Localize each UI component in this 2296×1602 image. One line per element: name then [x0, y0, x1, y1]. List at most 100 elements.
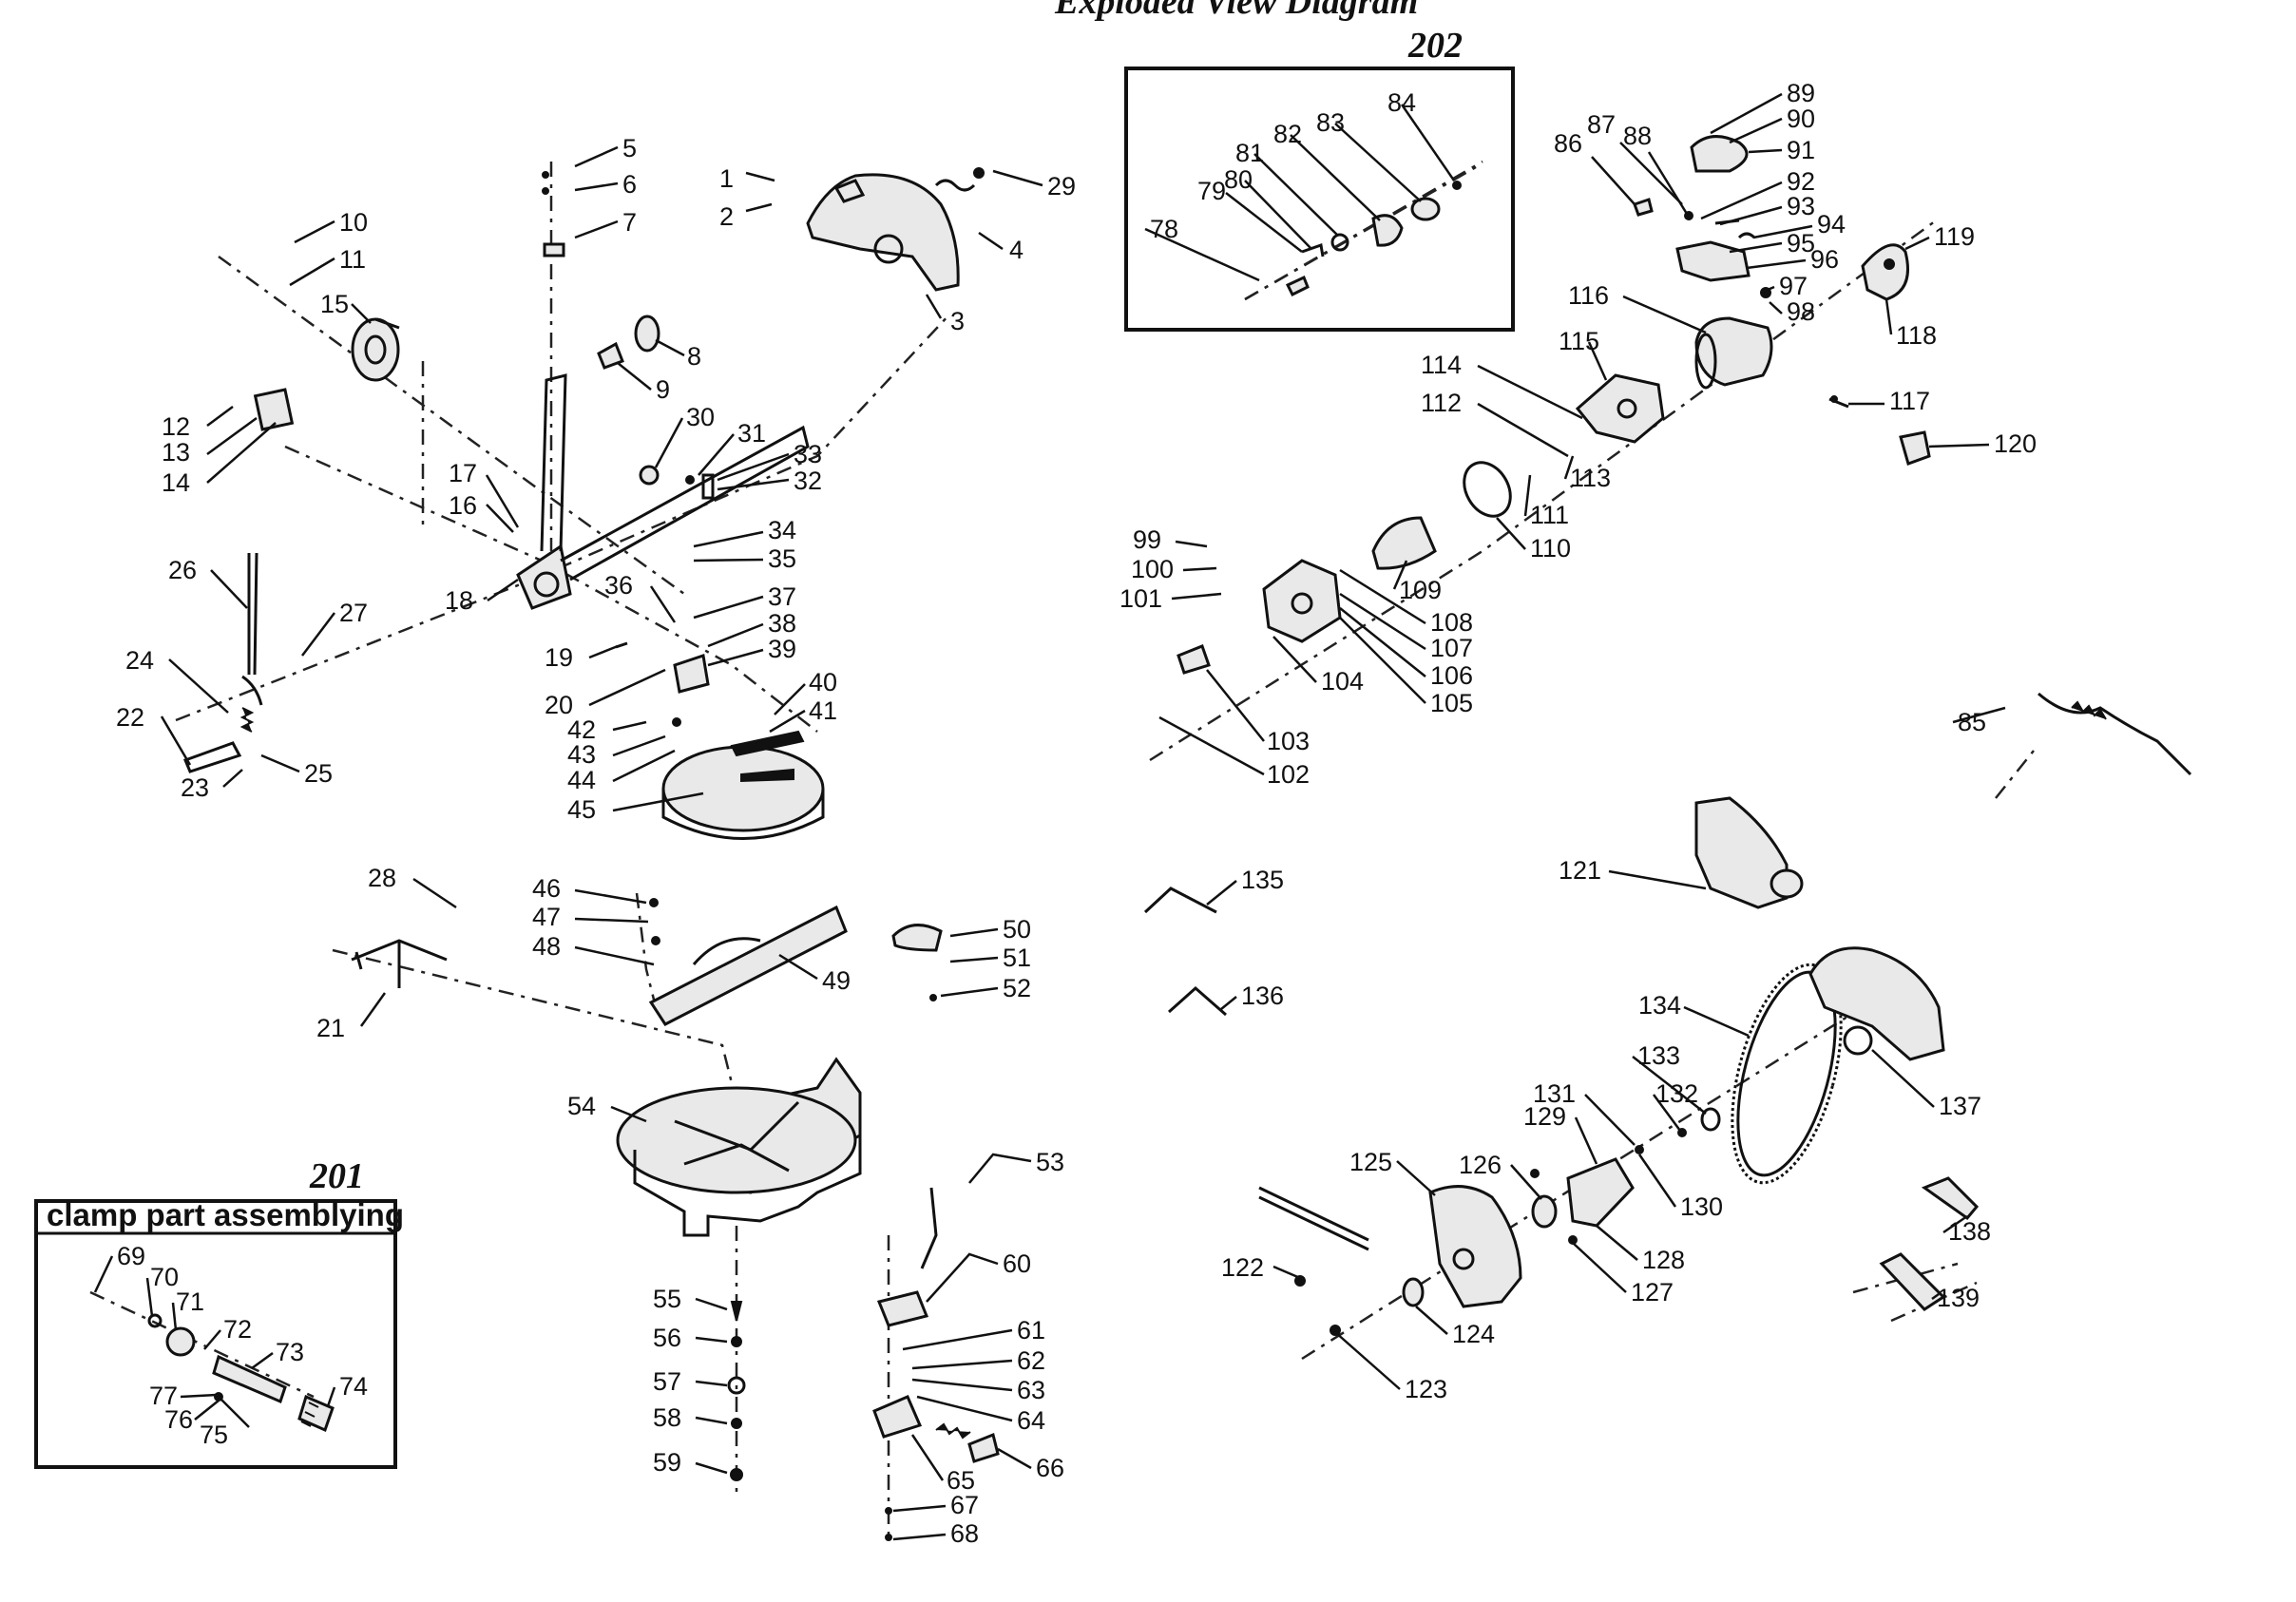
- part-label-66: 66: [1036, 1454, 1064, 1482]
- part-label-72: 72: [223, 1315, 252, 1344]
- wrench-135: [1143, 887, 1217, 914]
- arm-pivot-18: [516, 373, 810, 610]
- clamp-12: [253, 388, 295, 431]
- part-label-53: 53: [1036, 1148, 1064, 1176]
- part-label-136: 136: [1241, 982, 1284, 1010]
- part-label-82: 82: [1273, 120, 1302, 148]
- box-202: [1124, 67, 1515, 332]
- part-label-3: 3: [950, 307, 965, 335]
- part-label-52: 52: [1003, 974, 1031, 1002]
- handle-139: [1879, 1252, 1946, 1311]
- part-label-97: 97: [1779, 272, 1808, 300]
- leader-lines: [93, 92, 2006, 1541]
- part-label-13: 13: [162, 438, 190, 467]
- part-label-75: 75: [200, 1421, 228, 1449]
- part-label-103: 103: [1267, 727, 1310, 755]
- spring-part-4: [934, 167, 985, 192]
- part-label-89: 89: [1787, 79, 1815, 107]
- part-label-84: 84: [1387, 88, 1416, 117]
- part-label-71: 71: [176, 1287, 204, 1316]
- part-label-16: 16: [449, 491, 477, 520]
- armature-housing-115: [1575, 373, 1665, 444]
- guard-121: [1694, 796, 1804, 909]
- part-label-70: 70: [150, 1263, 179, 1291]
- part-label-134: 134: [1638, 991, 1681, 1020]
- part-label-2: 2: [719, 202, 734, 231]
- part-label-78: 78: [1150, 215, 1178, 243]
- clip-50: [891, 924, 943, 952]
- part-label-67: 67: [950, 1491, 979, 1519]
- part-label-107: 107: [1430, 634, 1473, 662]
- part-label-38: 38: [768, 609, 796, 638]
- gasket-110: [1463, 461, 1512, 518]
- part-label-91: 91: [1787, 136, 1815, 164]
- part-label-128: 128: [1642, 1246, 1685, 1274]
- part-label-122: 122: [1221, 1253, 1264, 1282]
- part-label-44: 44: [567, 766, 596, 794]
- part-label-64: 64: [1017, 1406, 1045, 1435]
- part-label-125: 125: [1349, 1148, 1392, 1176]
- part-label-4: 4: [1009, 236, 1024, 264]
- part-label-108: 108: [1430, 608, 1473, 637]
- part-label-42: 42: [567, 715, 596, 744]
- part-label-6: 6: [622, 170, 637, 199]
- fan-109: [1371, 516, 1437, 570]
- part-label-100: 100: [1131, 555, 1174, 583]
- part-label-130: 130: [1680, 1192, 1723, 1221]
- rod-122: [1258, 1186, 1369, 1251]
- box-201-number: 201: [309, 1156, 364, 1196]
- part-label-81: 81: [1235, 139, 1264, 167]
- part-label-9: 9: [656, 375, 670, 404]
- part-label-49: 49: [822, 966, 851, 995]
- knob-15: [351, 317, 400, 382]
- small-screws-mid: [649, 717, 937, 1541]
- part-label-21: 21: [316, 1014, 345, 1042]
- part-label-68: 68: [950, 1519, 979, 1548]
- clamp-65: [872, 1395, 1000, 1463]
- lower-guard-137: [1808, 946, 1945, 1061]
- part-label-83: 83: [1316, 108, 1345, 137]
- part-label-110: 110: [1530, 534, 1571, 563]
- part-label-54: 54: [567, 1092, 596, 1120]
- part-label-129: 129: [1523, 1102, 1566, 1131]
- part-label-28: 28: [368, 864, 396, 892]
- part-label-27: 27: [339, 599, 368, 627]
- end-cap-118: [1861, 243, 1909, 301]
- part-number-labels: 1234567891011121314151617181920212223242…: [116, 79, 2037, 1548]
- part-label-87: 87: [1587, 110, 1616, 139]
- part-label-36: 36: [604, 571, 633, 600]
- part-label-43: 43: [567, 740, 596, 769]
- part-label-115: 115: [1559, 327, 1599, 355]
- part-label-40: 40: [809, 668, 837, 696]
- part-label-133: 133: [1637, 1041, 1680, 1070]
- part-label-18: 18: [445, 586, 473, 615]
- box-201: clamp part assemblying: [34, 1197, 404, 1469]
- part-label-80: 80: [1224, 165, 1253, 194]
- guard-125: [1428, 1185, 1522, 1308]
- part-label-20: 20: [545, 691, 573, 719]
- part-label-102: 102: [1267, 760, 1310, 789]
- part-label-106: 106: [1430, 661, 1473, 690]
- part-label-51: 51: [1003, 944, 1031, 972]
- part-label-62: 62: [1017, 1346, 1045, 1375]
- part-label-118: 118: [1896, 321, 1937, 350]
- part-label-41: 41: [809, 696, 837, 725]
- part-label-7: 7: [622, 208, 637, 237]
- part-label-111: 111: [1530, 501, 1569, 529]
- part-label-74: 74: [339, 1372, 368, 1401]
- part-label-112: 112: [1421, 389, 1462, 417]
- part-label-60: 60: [1003, 1249, 1031, 1278]
- bracket-60: [876, 1187, 938, 1327]
- clamp-assembly-parts: [89, 1290, 335, 1433]
- part-label-131: 131: [1533, 1079, 1576, 1108]
- part-label-22: 22: [116, 703, 144, 732]
- part-label-120: 120: [1994, 429, 2037, 458]
- part-117: [1828, 395, 1849, 409]
- part-label-30: 30: [686, 403, 715, 431]
- part-label-126: 126: [1459, 1151, 1502, 1179]
- part-label-25: 25: [304, 759, 333, 788]
- field-stator-116: [1694, 316, 1773, 390]
- part-label-63: 63: [1017, 1376, 1045, 1404]
- part-label-34: 34: [768, 516, 796, 544]
